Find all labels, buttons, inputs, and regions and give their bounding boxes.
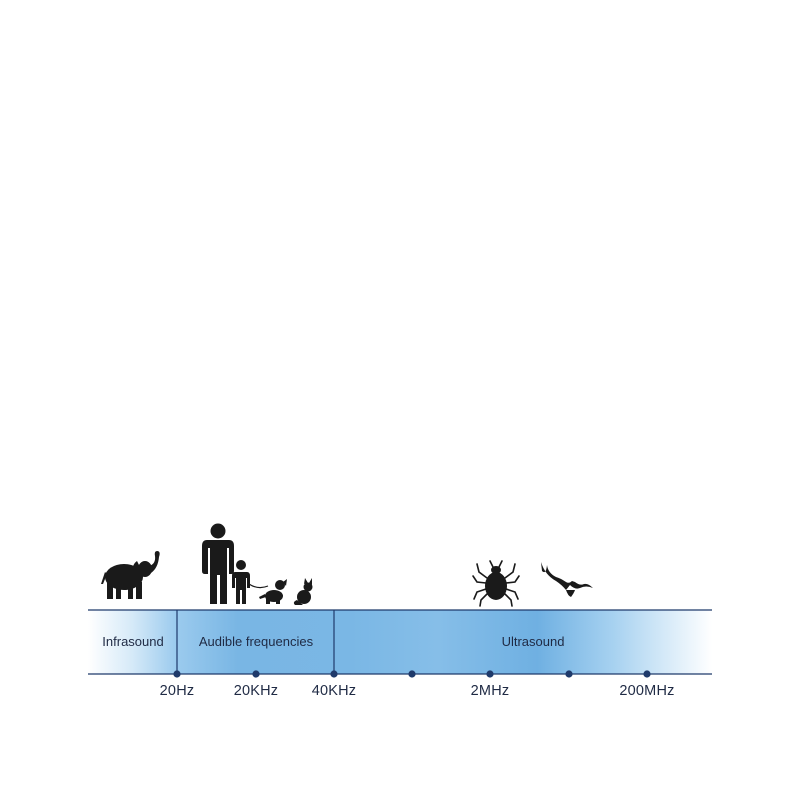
tick-insect-icon (472, 560, 520, 607)
dog-icon (259, 579, 287, 604)
tick-dot-2mhz (486, 670, 494, 678)
tick-dot-unlabeled-2 (565, 670, 573, 678)
bat-icon (541, 562, 593, 597)
child-icon (232, 560, 269, 604)
cat-icon (293, 578, 313, 605)
spectrum-band (88, 610, 712, 674)
band-label-ultrasound: Ultrasound (502, 634, 565, 649)
tick-label-20hz: 20Hz (160, 683, 195, 699)
tick-dot-40khz (330, 670, 338, 678)
elephant-icon (101, 551, 160, 599)
tick-dot-200mhz (643, 670, 651, 678)
adult-icon (202, 523, 234, 604)
band-label-audible: Audible frequencies (199, 634, 314, 649)
tick-label-40khz: 40KHz (312, 683, 357, 699)
tick-label-20khz: 20KHz (234, 683, 279, 699)
tick-label-2mhz: 2MHz (471, 683, 510, 699)
tick-dot-unlabeled-1 (408, 670, 416, 678)
tick-dot-20khz (252, 670, 260, 678)
band-label-infrasound: Infrasound (102, 634, 163, 649)
tick-dot-20hz (173, 670, 181, 678)
tick-label-200mhz: 200MHz (619, 683, 674, 699)
